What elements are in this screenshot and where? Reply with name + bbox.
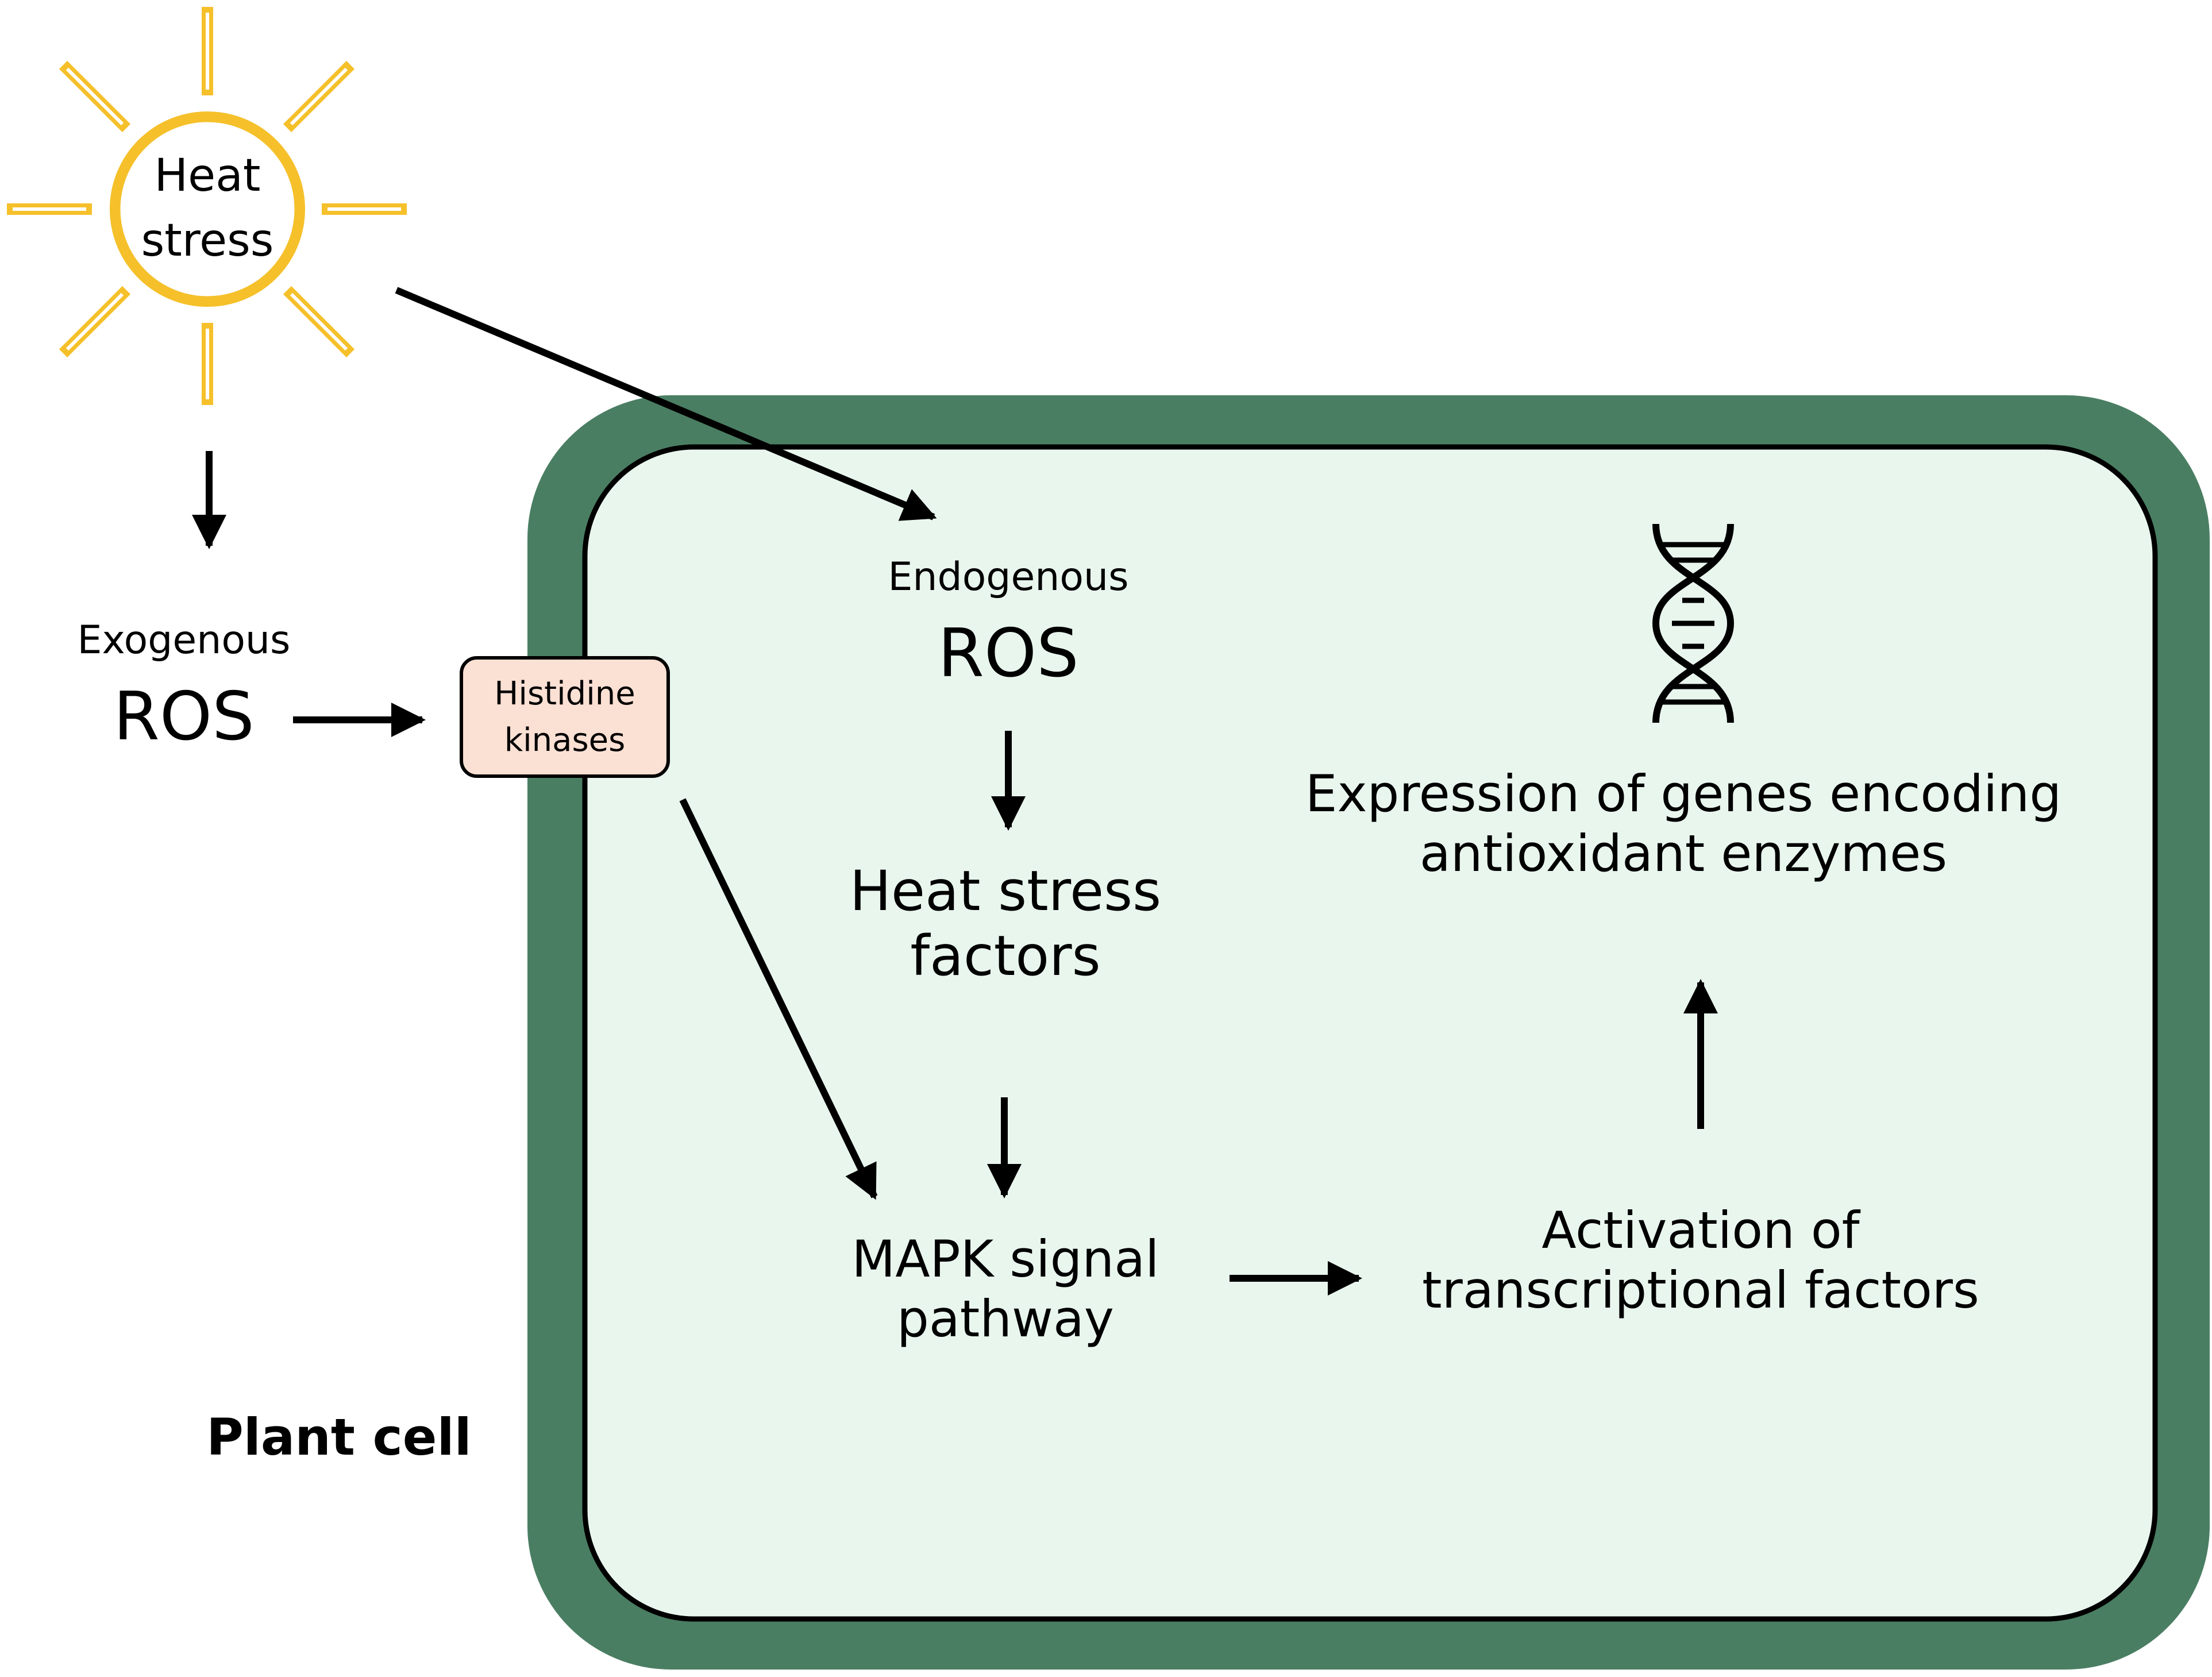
transcription-activation-line-1: Activation of — [1542, 1201, 1860, 1260]
gene-expression-label: Expression of genes encoding antioxidant… — [1264, 764, 2103, 884]
plant-cell — [527, 395, 2210, 1670]
arrow-kinases-to-mapk — [679, 798, 878, 1200]
mapk-line-2: pathway — [896, 1289, 1115, 1348]
sun-icon — [7, 7, 407, 405]
sun-label-line-2: stress — [141, 215, 274, 267]
plant-cell-label: Plant cell — [206, 1408, 472, 1467]
sun-label-line-1: Heat — [154, 150, 261, 202]
histidine-kinases-line-1: Histidine — [494, 674, 635, 712]
heat-stress-factors-line-2: factors — [910, 924, 1101, 989]
histidine-kinases-line-2: kinases — [504, 722, 626, 759]
cytoplasm — [582, 444, 2158, 1622]
mapk-line-1: MAPK signal — [851, 1229, 1159, 1289]
sun-label: Heat stress — [118, 144, 296, 273]
transcription-activation-line-2: transcriptional factors — [1422, 1260, 1979, 1320]
mapk-pathway-label: MAPK signal pathway — [793, 1229, 1218, 1349]
histidine-kinases-box: Histidine kinases — [460, 656, 670, 778]
endogenous-ros-label: ROS — [938, 615, 1079, 692]
endogenous-label: Endogenous — [888, 554, 1129, 600]
arrow-sun-to-endogenous — [395, 287, 937, 521]
heat-stress-factors-label: Heat stress factors — [793, 859, 1218, 989]
gene-expression-line-2: antioxidant enzymes — [1419, 823, 1948, 883]
dna-icon — [1652, 523, 1735, 723]
exogenous-ros-label: ROS — [113, 678, 255, 755]
exogenous-label: Exogenous — [77, 618, 291, 663]
transcription-activation-label: Activation of transcriptional factors — [1321, 1201, 2080, 1320]
heat-stress-factors-line-1: Heat stress — [849, 859, 1162, 923]
gene-expression-line-1: Expression of genes encoding — [1305, 764, 2062, 823]
